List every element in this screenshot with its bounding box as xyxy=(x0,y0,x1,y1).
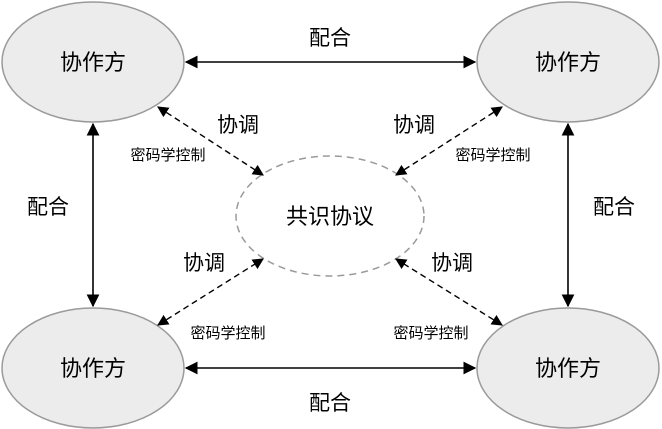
edge-dashed-bottom-left xyxy=(157,258,264,326)
node-bottom-right xyxy=(476,307,660,429)
node-bottom-left xyxy=(1,307,185,429)
edge-label-coordinate-bottom-left: 协调 xyxy=(183,251,225,275)
edge-dashed-top-left xyxy=(157,106,264,176)
edge-label-top: 配合 xyxy=(309,26,351,50)
node-center xyxy=(235,155,425,277)
node-label-top-right: 协作方 xyxy=(535,51,601,76)
node-label-center: 共识协议 xyxy=(286,205,374,230)
edge-label-crypto-top-left: 密码学控制 xyxy=(130,146,205,164)
node-label-bottom-right: 协作方 xyxy=(535,357,601,382)
node-label-top-left: 协作方 xyxy=(60,51,126,76)
edge-label-coordinate-top-right: 协调 xyxy=(393,113,435,137)
edge-label-bottom: 配合 xyxy=(309,391,351,415)
edge-label-crypto-top-right: 密码学控制 xyxy=(455,146,530,164)
node-label-bottom-left: 协作方 xyxy=(60,357,126,382)
edge-label-left: 配合 xyxy=(27,195,69,219)
edge-dashed-top-right xyxy=(395,106,503,176)
edge-label-coordinate-bottom-right: 协调 xyxy=(431,251,473,275)
node-top-left xyxy=(1,1,185,123)
node-top-right xyxy=(476,1,660,123)
edge-label-crypto-bottom-left: 密码学控制 xyxy=(190,324,265,342)
edge-label-crypto-bottom-right: 密码学控制 xyxy=(393,324,468,342)
edge-label-coordinate-top-left: 协调 xyxy=(217,113,259,137)
edge-dashed-bottom-right xyxy=(395,258,503,326)
edge-label-right: 配合 xyxy=(593,195,635,219)
